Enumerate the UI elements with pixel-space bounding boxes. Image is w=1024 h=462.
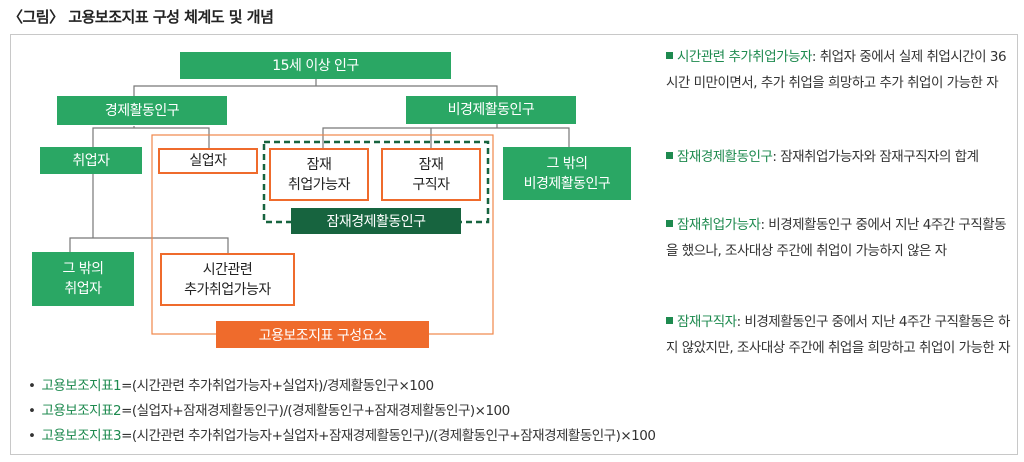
label-line: 잠재	[306, 156, 332, 173]
node-other-employed: 그 밖의 취업자	[32, 252, 134, 306]
formula-item: • 고용보조지표3=(시간관련 추가취업가능자+실업자+잠재경제활동인구)/(경제…	[28, 424, 656, 444]
label-line: 그 밖의	[62, 261, 104, 277]
node-potential-available: 잠재 취업가능자	[269, 148, 369, 201]
formula-term: 고용보조지표1	[41, 378, 122, 394]
square-bullet-icon	[666, 52, 673, 59]
definition-text: : 잠재취업가능자와 잠재구직자의 합계	[772, 149, 979, 165]
formula-item: • 고용보조지표1=(시간관련 추가취업가능자+실업자)/경제활동인구×100	[28, 374, 434, 394]
components-label: 고용보조지표 구성요소	[216, 321, 429, 348]
node-unemployed: 실업자	[158, 148, 258, 174]
formula-term: 고용보조지표3	[41, 428, 122, 444]
definition-item: 시간관련 추가취업가능자: 취업자 중에서 실제 취업시간이 36시간 미만이면…	[666, 44, 1011, 96]
square-bullet-icon	[666, 152, 673, 159]
inactive-connector	[322, 124, 570, 148]
active-connector	[92, 126, 210, 148]
label-line: 취업자	[64, 281, 102, 297]
node-other-inactive: 그 밖의 비경제활동인구	[503, 147, 631, 200]
definition-item: 잠재구직자: 비경제활동인구 중에서 지난 4주간 구직활동은 하지 않았지만,…	[666, 309, 1011, 361]
definition-term: 잠재취업가능자	[677, 217, 761, 233]
root-connector	[133, 79, 498, 96]
definition-term: 잠재구직자	[677, 314, 737, 330]
label-line: 추가취업가능자	[184, 281, 271, 298]
label-line: 잠재	[418, 156, 444, 173]
node-economically-inactive: 비경제활동인구	[406, 96, 576, 124]
node-economically-active: 경제활동인구	[57, 96, 227, 125]
formula-text: =(실업자+잠재경제활동인구)/(경제활동인구+잠재경제활동인구)×100	[121, 403, 510, 419]
bullet: •	[28, 428, 36, 444]
definition-text: : 비경제활동인구 중에서 지난 4주간 구직활동을 했으나, 조사대상 주간에…	[666, 217, 1007, 259]
square-bullet-icon	[666, 220, 673, 227]
bullet: •	[28, 403, 36, 419]
label-line: 취업가능자	[288, 176, 350, 193]
label-line: 비경제활동인구	[523, 175, 611, 192]
formula-text: =(시간관련 추가취업가능자+실업자+잠재경제활동인구)/(경제활동인구+잠재경…	[121, 428, 656, 444]
node-employed: 취업자	[40, 147, 142, 174]
employed-connector	[69, 174, 229, 253]
formula-item: • 고용보조지표2=(실업자+잠재경제활동인구)/(경제활동인구+잠재경제활동인구…	[28, 399, 510, 419]
node-potential-labor-force: 잠재경제활동인구	[291, 208, 461, 234]
node-potential-seekers: 잠재 구직자	[381, 148, 481, 201]
definition-term: 잠재경제활동인구	[677, 149, 773, 165]
definition-text: : 취업자 중에서 실제 취업시간이 36시간 미만이면서, 추가 취업을 희망…	[666, 49, 1007, 91]
label-line: 그 밖의	[546, 155, 588, 172]
definition-text: : 비경제활동인구 중에서 지난 4주간 구직활동은 하지 않았지만, 조사대상…	[666, 314, 1011, 356]
formula-term: 고용보조지표2	[41, 403, 122, 419]
label-line: 시간관련	[202, 261, 253, 278]
definition-item: 잠재경제활동인구: 잠재취업가능자와 잠재구직자의 합계	[666, 144, 1011, 170]
square-bullet-icon	[666, 317, 673, 324]
bullet: •	[28, 378, 36, 394]
node-population-15plus: 15세 이상 인구	[180, 52, 451, 79]
figure-title: 〈그림〉 고용보조지표 구성 체계도 및 개념	[8, 8, 274, 26]
label-line: 구직자	[412, 176, 450, 193]
formula-text: =(시간관련 추가취업가능자+실업자)/경제활동인구×100	[121, 378, 434, 394]
node-time-related: 시간관련 추가취업가능자	[160, 253, 295, 306]
definition-item: 잠재취업가능자: 비경제활동인구 중에서 지난 4주간 구직활동을 했으나, 조…	[666, 212, 1011, 264]
definition-term: 시간관련 추가취업가능자	[677, 49, 812, 65]
figure-frame	[10, 34, 1018, 455]
